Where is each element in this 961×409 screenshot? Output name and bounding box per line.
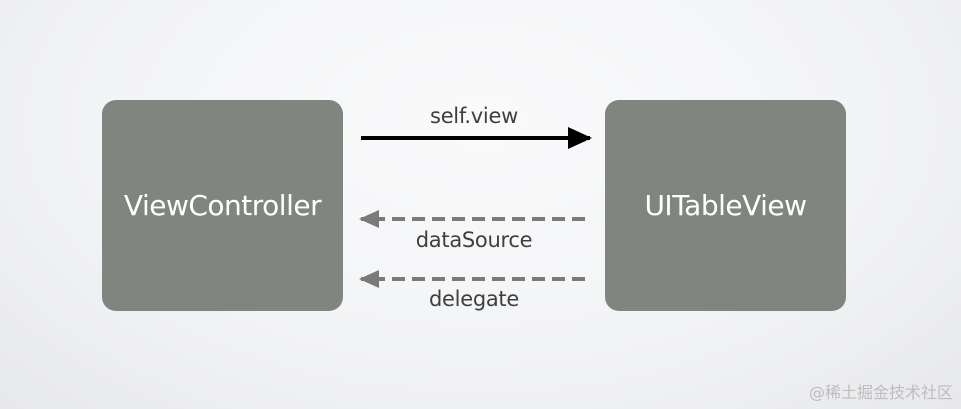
data-source-label: dataSource xyxy=(415,228,533,252)
table-view-node: UITableView xyxy=(605,100,846,311)
delegate-label: delegate xyxy=(429,287,519,311)
self-view-label: self.view xyxy=(430,104,518,128)
watermark-text: @稀土掘金技术社区 xyxy=(808,383,953,402)
table-view-label: UITableView xyxy=(644,189,807,222)
view-controller-label: ViewController xyxy=(123,189,322,222)
view-controller-node: ViewController xyxy=(102,100,343,311)
